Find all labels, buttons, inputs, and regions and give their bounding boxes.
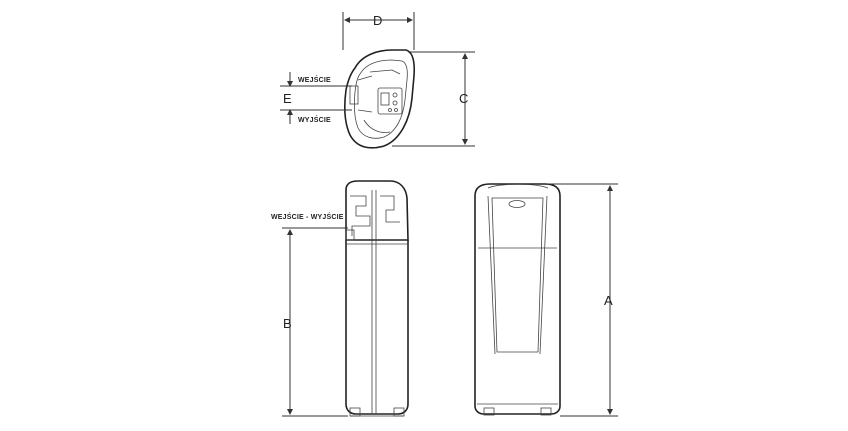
front-view <box>474 183 561 416</box>
dimension-a: A <box>548 183 618 417</box>
dimension-d-label: D <box>373 13 382 28</box>
dimension-c: C <box>392 51 475 147</box>
inlet-label: WEJŚCIE <box>298 75 331 84</box>
dimension-a-label: A <box>604 293 613 308</box>
dimension-d: D <box>342 12 415 50</box>
dimension-e-label: E <box>283 91 292 106</box>
dimension-c-label: C <box>459 91 468 106</box>
dimension-b: B WEJŚCIE - WYJŚCIE <box>271 212 348 417</box>
dimension-b-label: B <box>283 316 292 331</box>
outlet-label: WYJŚCIE <box>298 115 331 124</box>
side-view <box>345 180 409 417</box>
top-view <box>344 49 416 149</box>
dimension-e: E WEJŚCIE WYJŚCIE <box>280 72 352 124</box>
inlet-outlet-label: WEJŚCIE - WYJŚCIE <box>271 212 344 221</box>
